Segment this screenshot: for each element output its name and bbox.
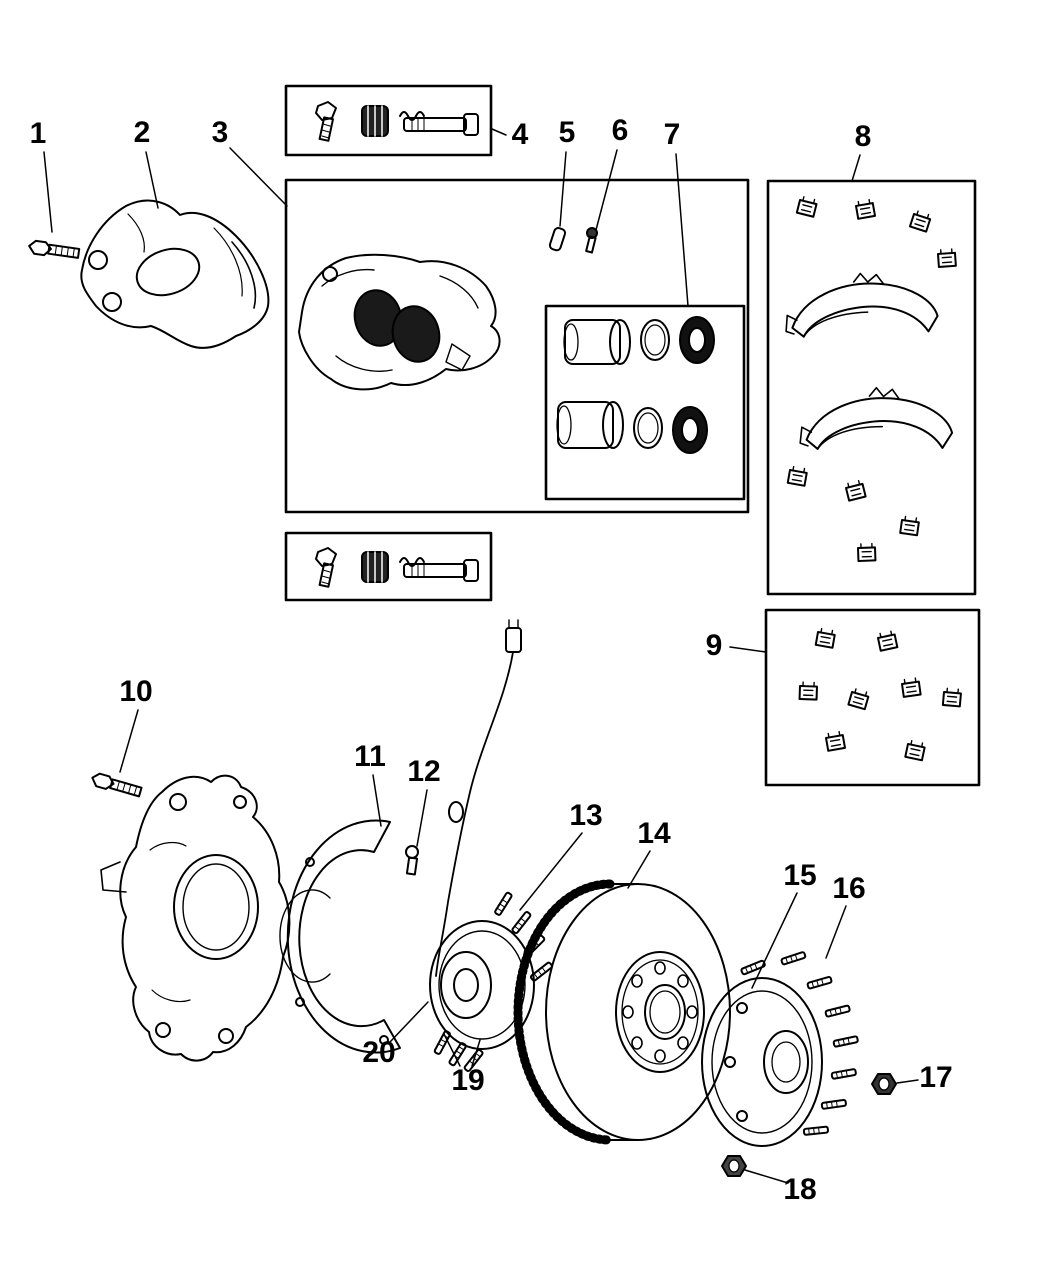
part-hub-bearing [429,891,554,1073]
part-shield-bolt [405,845,419,876]
hub-stud [510,910,533,935]
leader-18 [744,1169,789,1184]
part-brake-pad-kit [784,195,957,562]
leader-8 [851,154,861,182]
callout-15: 15 [783,859,817,892]
rotor-vent-hatch [513,879,615,1145]
callout-20: 20 [362,1036,396,1069]
part-caliper [298,253,501,391]
leader-11 [372,774,382,827]
clip-kit-box [764,608,981,787]
hub-stud [493,891,514,917]
leader-12 [416,789,428,847]
callout-14: 14 [637,817,671,850]
callout-17: 17 [919,1061,953,1094]
callout-18: 18 [783,1173,817,1206]
leader-17 [896,1079,919,1084]
part-caliper-adapter [80,199,270,349]
leader-4 [491,128,507,136]
leader-20 [389,1001,429,1043]
caliper-assembly-box [284,178,750,514]
pin-kit-box-bottom [284,531,493,602]
part-clip-kit [798,627,963,762]
callout-2: 2 [133,116,151,149]
part-knuckle-bolt [89,771,144,800]
leader-5 [559,151,567,227]
part-hub-nut [721,1155,747,1177]
rotor-bolt-holes [622,961,698,1063]
callout-7: 7 [663,118,681,151]
part-wheel-studs [739,950,860,1136]
kit-boxes [284,84,981,787]
pin-kit-box-top [284,84,493,157]
part-bleeder-cap [548,227,567,252]
leader-16 [825,905,847,959]
part-caliper-bolt-1 [27,239,81,261]
part-piston-seal-kit [556,316,715,454]
brake-pad-kit-box [766,179,977,596]
callout-13: 13 [569,799,603,832]
callout-3: 3 [211,116,229,149]
leader-3 [229,147,288,207]
part-lug-nut [871,1073,897,1095]
callout-10: 10 [119,675,153,708]
part-pin-kit-top [315,101,479,142]
leader-14 [627,850,651,889]
callout-5: 5 [558,116,576,149]
leader-1 [43,151,53,233]
leader-13 [519,832,583,911]
leader-2 [145,151,159,209]
callout-16: 16 [832,872,866,905]
callout-8: 8 [854,120,872,153]
part-pin-kit-bottom [315,547,479,588]
part-rear-hub [701,950,860,1147]
leader-15 [751,892,798,989]
callout-9: 9 [705,629,723,662]
piston-seal-kit-box [544,304,746,501]
callout-12: 12 [407,755,441,788]
part-splash-shield [279,819,401,1054]
callout-11: 11 [354,740,386,773]
part-wheel-speed-sensor [435,619,522,977]
part-steering-knuckle [100,774,291,1062]
leader-7 [675,153,689,307]
leader-6 [595,149,618,231]
callout-6: 6 [611,114,629,147]
part-rotor [513,879,731,1145]
leader-lines [43,128,919,1184]
part-bleeder-screw [585,227,598,254]
callout-4: 4 [511,118,529,151]
callout-1: 1 [29,117,47,150]
callout-19: 19 [451,1064,485,1097]
leader-9 [729,646,767,653]
leader-10 [119,709,139,773]
